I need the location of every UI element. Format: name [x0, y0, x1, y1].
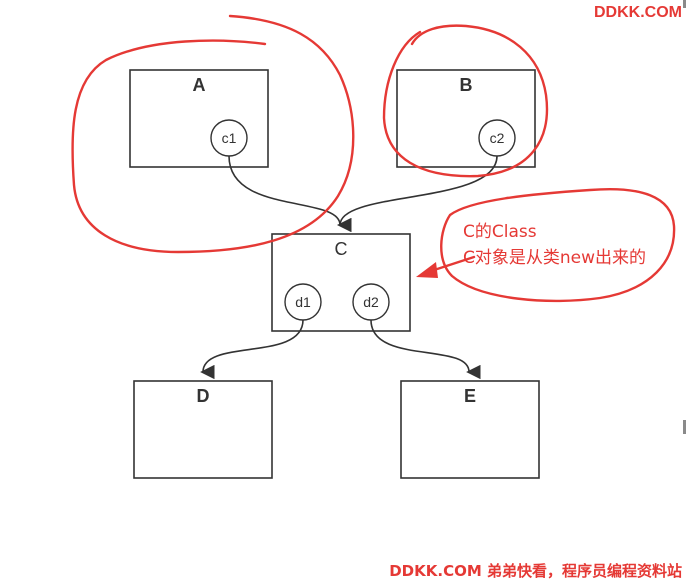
watermark-bottom: DDKK.COM 弟弟快看，程序员编程资料站	[389, 562, 682, 580]
edge-d2-to-e	[370, 319, 481, 380]
port-d1-label: d1	[295, 294, 311, 310]
red-loop-around-note	[440, 188, 676, 303]
node-e-box	[400, 380, 540, 479]
red-loop-around-a	[71, 14, 355, 254]
right-edge-tick-mid	[683, 420, 686, 434]
port-d2-label: d2	[363, 294, 379, 310]
node-b-box	[396, 69, 536, 168]
annotation-line-2: C对象是从类new出来的	[463, 248, 646, 268]
node-e: E	[400, 380, 540, 479]
edge-c2-to-c	[337, 155, 498, 233]
annotation-line-1: C的Class	[463, 222, 537, 242]
port-c1-label: c1	[222, 130, 237, 146]
node-d: D	[133, 380, 273, 479]
edge-c1-to-c	[228, 155, 352, 233]
node-c: C d1 d2	[271, 233, 411, 332]
node-a-label: A	[193, 75, 206, 95]
node-d-box	[133, 380, 273, 479]
node-e-label: E	[464, 386, 476, 406]
port-c2-label: c2	[490, 130, 505, 146]
node-a: A c1	[129, 69, 269, 168]
node-b-label: B	[460, 75, 473, 95]
right-edge-tick-top	[683, 0, 686, 8]
node-d-label: D	[197, 386, 210, 406]
node-c-label: C	[335, 239, 348, 259]
watermark-top: DDKK.COM	[594, 4, 682, 21]
red-pointer-head	[416, 262, 438, 278]
node-a-box	[129, 69, 269, 168]
red-loop-around-b	[382, 24, 549, 178]
edge-d1-to-d	[200, 319, 304, 380]
node-b: B c2	[396, 69, 536, 168]
